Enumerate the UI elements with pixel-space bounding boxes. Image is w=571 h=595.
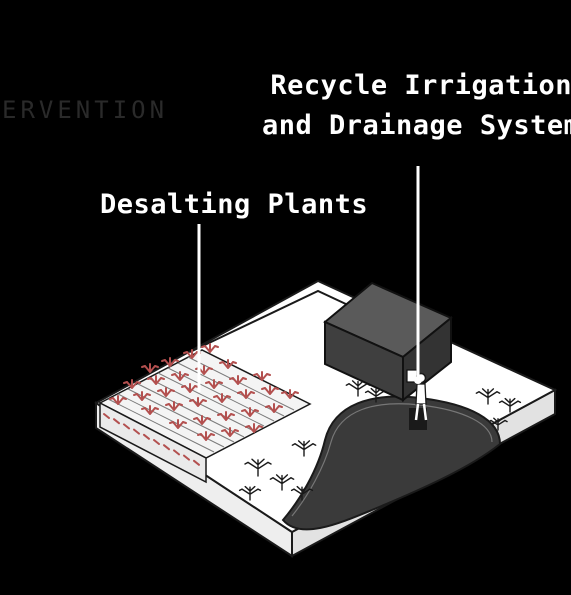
salt-plant-icon bbox=[205, 379, 223, 389]
tree-icon bbox=[269, 474, 295, 491]
recycle-label-line-2: and Drainage System bbox=[262, 110, 571, 141]
tree-icon bbox=[498, 397, 522, 413]
salt-plant-icon bbox=[123, 379, 141, 389]
salt-plant-icon bbox=[241, 407, 259, 417]
back-path-line bbox=[189, 289, 349, 353]
tree-icon bbox=[290, 485, 314, 501]
salt-plant-icon bbox=[133, 391, 151, 401]
salt-plant-icon bbox=[141, 363, 159, 373]
tree-icon bbox=[244, 458, 272, 477]
salt-plant-icon bbox=[229, 375, 247, 385]
bed-edge-mark bbox=[153, 439, 160, 445]
tree-icon bbox=[364, 387, 388, 403]
recycle-irrigation-label: Recycle Irrigation and Drainage System bbox=[262, 66, 571, 146]
salt-plants-group bbox=[103, 343, 299, 466]
salt-plant-icon bbox=[193, 415, 211, 425]
trees-group bbox=[238, 380, 522, 501]
tree-icon bbox=[488, 417, 508, 431]
salt-plant-icon bbox=[195, 365, 213, 375]
bed-edge-mark bbox=[133, 428, 140, 435]
salt-plant-icon bbox=[189, 397, 207, 407]
salt-plant-icon bbox=[201, 343, 219, 353]
bed-edge-mark bbox=[163, 444, 170, 451]
salt-plant-icon bbox=[169, 419, 187, 429]
salt-plant-icon bbox=[213, 393, 231, 403]
salt-plant-icon bbox=[261, 385, 279, 395]
salt-plant-icon bbox=[281, 389, 299, 399]
recycle-label-line-1: Recycle Irrigation bbox=[270, 70, 571, 101]
salt-plant-icon bbox=[165, 401, 183, 411]
tree-icon bbox=[345, 380, 371, 397]
tree-icon bbox=[291, 440, 317, 457]
salt-plant-icon bbox=[141, 405, 159, 415]
salt-plant-icon bbox=[157, 387, 175, 397]
tree-icon bbox=[238, 485, 262, 501]
tree-icon bbox=[475, 388, 501, 405]
partial-heading: ERVENTION bbox=[2, 96, 169, 124]
bed-edge-mark bbox=[183, 454, 190, 461]
bed-edge-mark bbox=[123, 423, 130, 430]
salt-plant-icon bbox=[221, 427, 239, 437]
salt-plant-icon bbox=[237, 389, 255, 399]
salt-plant-icon bbox=[109, 395, 127, 405]
desalting-plants-label: Desalting Plants bbox=[100, 189, 369, 220]
bed-edge-mark bbox=[193, 459, 200, 466]
salt-plant-icon bbox=[265, 403, 283, 413]
salt-plant-icon bbox=[219, 359, 237, 369]
salt-plant-icon bbox=[183, 349, 201, 359]
salt-plant-icon bbox=[217, 411, 235, 421]
bed-edge-mark bbox=[143, 433, 150, 440]
bed-edge-mark bbox=[113, 418, 120, 425]
salt-plant-icon bbox=[253, 371, 271, 381]
drainage-pond bbox=[281, 395, 502, 531]
salt-plant-icon bbox=[147, 375, 165, 385]
bed-edge-mark bbox=[173, 449, 180, 456]
pond-rim bbox=[291, 403, 493, 517]
salt-plant-icon bbox=[171, 371, 189, 381]
bed-edge-mark bbox=[103, 413, 110, 419]
salt-plant-icon bbox=[197, 431, 215, 441]
salt-plant-icon bbox=[245, 423, 263, 433]
salt-plant-icon bbox=[181, 383, 199, 393]
salt-plant-icon bbox=[161, 357, 179, 367]
